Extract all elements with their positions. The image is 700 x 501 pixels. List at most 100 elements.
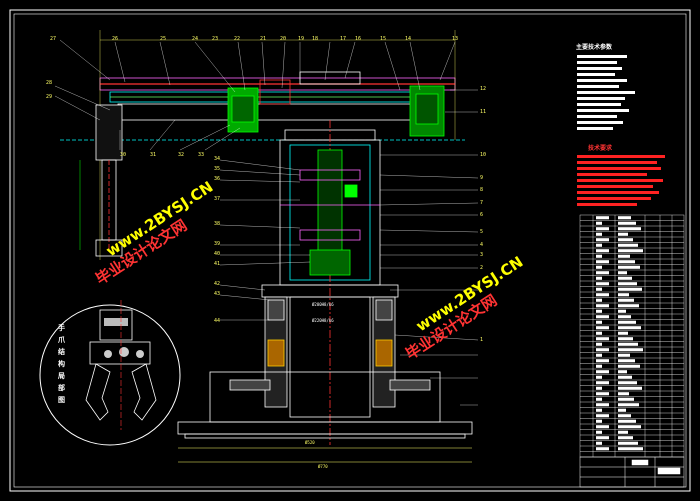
parts-table-cell-mark <box>596 309 602 313</box>
parts-table-cell-mark <box>596 243 602 247</box>
tech-params-block: 主要技术参数 <box>576 43 635 130</box>
part-number-labels: 27 26 25 24 23 22 21 20 19 18 17 16 15 1… <box>46 36 486 343</box>
left-gripper-cylinder <box>79 104 123 257</box>
parts-table-cell-mark <box>618 447 643 451</box>
parts-table-cell-mark <box>618 342 638 346</box>
parts-table-cell-mark <box>596 304 609 308</box>
parts-table-cell-mark <box>596 430 602 434</box>
watermark-left: 毕业设计论文网 www.2BYSJ.CN <box>92 178 216 289</box>
parts-table-cell-mark <box>596 254 602 258</box>
part-number: 7 <box>480 200 483 206</box>
parts-table-cell-mark <box>596 232 602 236</box>
tech-params-title: 主要技术参数 <box>576 43 613 51</box>
parts-table-cell-mark <box>618 304 639 308</box>
part-number: 29 <box>46 94 52 100</box>
parts-table-cell-mark <box>596 293 609 297</box>
part-number: 20 <box>280 36 286 42</box>
part-number: 26 <box>112 36 118 42</box>
part-number: 31 <box>150 152 156 158</box>
parts-table-cell-mark <box>596 441 602 445</box>
detail-caption-char: 结 <box>57 347 65 356</box>
part-number: 25 <box>160 36 166 42</box>
parts-table-cell-mark <box>618 254 630 258</box>
parts-table-cell-mark <box>618 397 634 401</box>
parts-table-cell-mark <box>618 238 633 242</box>
part-number: 36 <box>214 176 220 182</box>
part-number: 14 <box>405 36 411 42</box>
part-number: 34 <box>214 156 220 162</box>
parts-table-cell-mark <box>596 436 609 440</box>
part-number: 6 <box>480 212 483 218</box>
dimension-text: Ø280H8/k6 <box>312 302 334 307</box>
parts-table-cell-mark <box>618 221 636 225</box>
arm-assembly <box>60 30 465 260</box>
parts-table-cell-mark <box>596 364 602 368</box>
parts-table-cell-mark <box>596 287 602 291</box>
part-number: 43 <box>214 291 220 297</box>
leader-lines <box>54 39 479 406</box>
parts-table-cell-mark <box>618 293 629 297</box>
dimension-text: Ø520 <box>305 440 315 445</box>
parts-table-cell-mark <box>596 282 609 286</box>
parts-table-cell-mark <box>618 282 637 286</box>
parts-table-cell-mark <box>618 243 638 247</box>
detail-caption-char: 图 <box>58 395 65 404</box>
parts-table-cell-mark <box>618 249 643 253</box>
part-number: 28 <box>46 80 52 86</box>
parts-table-cell-mark <box>596 337 609 341</box>
parts-table-cell-mark <box>618 315 631 319</box>
parts-table-cell-mark <box>618 265 640 269</box>
parts-table-cell-mark <box>618 364 640 368</box>
part-number: 33 <box>198 152 204 158</box>
part-number: 12 <box>480 86 486 92</box>
part-number: 24 <box>192 36 198 42</box>
part-number: 42 <box>214 281 220 287</box>
parts-table-cell-mark <box>618 331 628 335</box>
part-number: 39 <box>214 241 220 247</box>
parts-table-cell-mark <box>618 227 641 231</box>
part-number: 4 <box>480 242 483 248</box>
parts-table-cell-mark <box>596 271 609 275</box>
parts-table-cell-mark <box>618 287 642 291</box>
part-number: 23 <box>212 36 218 42</box>
parts-table-cell-mark <box>596 403 609 407</box>
parts-table-cell-mark <box>596 238 609 242</box>
parts-table-cell-mark <box>618 381 637 385</box>
parts-table-cell-mark <box>596 342 602 346</box>
part-number: 9 <box>480 175 483 181</box>
part-number: 1 <box>480 337 483 343</box>
parts-table-cell-mark <box>618 353 630 357</box>
title-block <box>579 456 685 488</box>
part-number: 40 <box>214 251 220 257</box>
watermark-right: 毕业设计论文网 www.2BYSJ.CN <box>402 253 526 364</box>
parts-table-cell-mark <box>596 260 609 264</box>
parts-table-cell-mark <box>618 403 639 407</box>
parts-table-cell-mark <box>596 408 602 412</box>
part-number: 15 <box>380 36 386 42</box>
parts-table-cell-mark <box>618 337 633 341</box>
parts-table-cell-mark <box>618 359 635 363</box>
parts-table-cell-mark <box>618 425 641 429</box>
part-number: 5 <box>480 229 483 235</box>
tech-requirements-block: 技术要求 <box>577 144 665 206</box>
parts-table-cell-mark <box>618 414 631 418</box>
part-number: 2 <box>480 265 483 271</box>
part-number: 22 <box>234 36 240 42</box>
parts-table-cell-mark <box>618 392 629 396</box>
parts-table-cell-mark <box>618 326 641 330</box>
parts-table-cell-mark <box>596 216 609 220</box>
parts-table-cell-mark <box>596 276 602 280</box>
parts-table-cell-mark <box>596 326 609 330</box>
parts-table-cell-mark <box>596 353 602 357</box>
part-number: 37 <box>214 196 220 202</box>
part-number: 32 <box>178 152 184 158</box>
parts-table-cell-mark <box>618 232 628 236</box>
central-column <box>279 120 381 445</box>
parts-table-cell-mark <box>618 320 636 324</box>
parts-table-cell-mark <box>618 216 631 220</box>
part-number: 44 <box>214 318 220 324</box>
part-number: 3 <box>480 252 483 258</box>
part-number: 11 <box>480 109 486 115</box>
part-number: 27 <box>50 36 56 42</box>
